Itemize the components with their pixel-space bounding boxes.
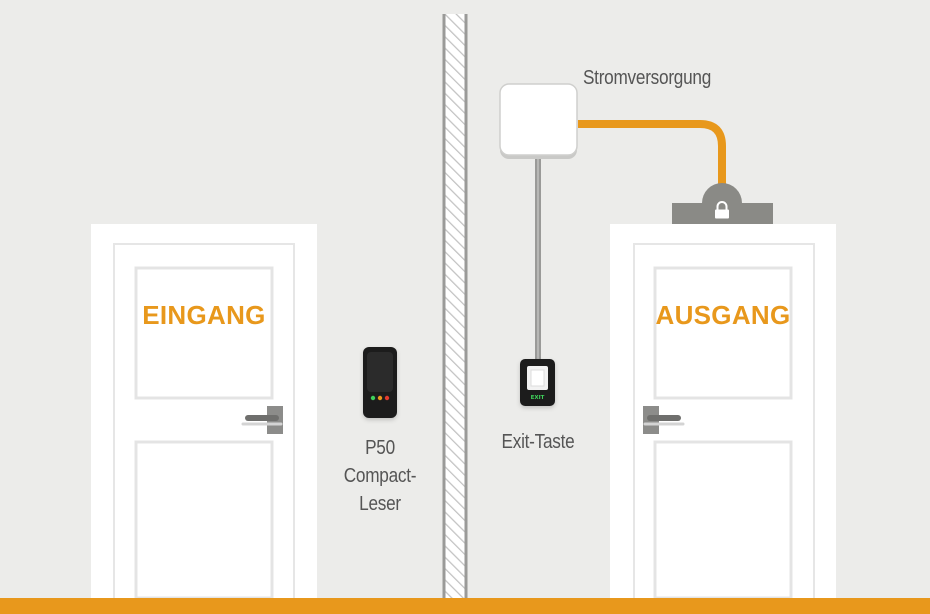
exit-button-label: Exit-Taste xyxy=(501,431,575,453)
exit-button-text: EXIT xyxy=(531,395,545,401)
reader-name: P50 xyxy=(365,437,395,459)
card-reader-icon xyxy=(363,347,397,418)
wall xyxy=(442,14,468,606)
reader-type-line: Leser xyxy=(359,493,401,515)
floor-line xyxy=(0,598,930,614)
lock-icon xyxy=(715,201,729,219)
power-supply-box xyxy=(499,83,578,159)
door-handle-icon xyxy=(241,406,283,434)
reader-type-line: Compact- xyxy=(343,465,417,487)
door-handle-icon xyxy=(643,406,685,434)
cables xyxy=(535,120,726,362)
exit-button-icon: EXIT xyxy=(520,359,555,406)
entrance-label: EINGANG xyxy=(142,300,266,330)
exit-door-label: AUSGANG xyxy=(655,300,791,330)
entrance-door xyxy=(91,224,317,607)
power-supply-label: Stromversorgung xyxy=(582,67,712,89)
